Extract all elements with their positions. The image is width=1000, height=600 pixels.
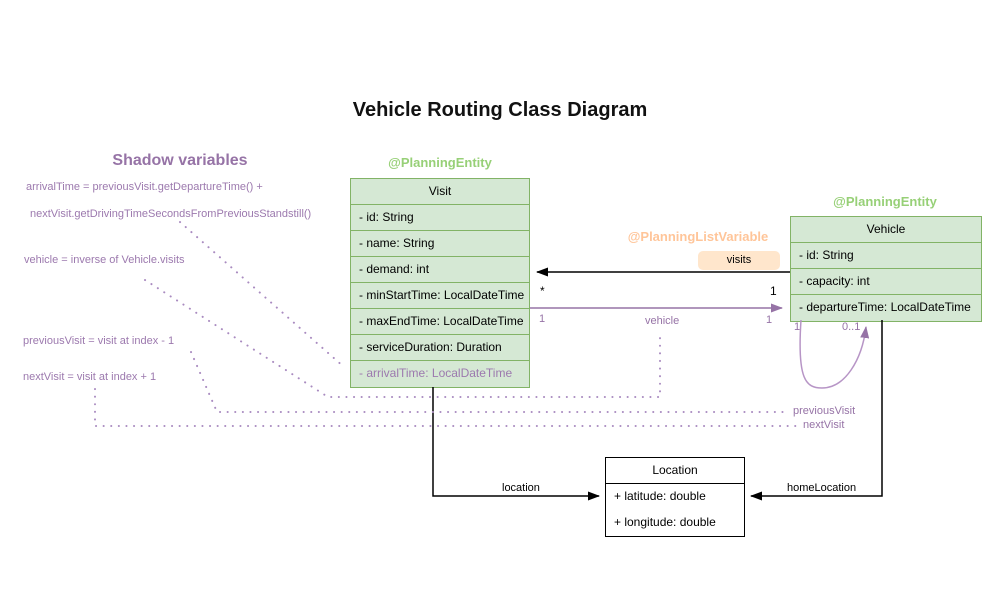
vehicle-edge-label[interactable]: vehicle (644, 315, 681, 327)
vehicle-class-box[interactable]: Vehicle - id: String - capacity: int - d… (790, 216, 982, 322)
visit-attr-arrival-time: - arrivalTime: LocalDateTime (359, 366, 513, 380)
next-visit-label: nextVisit (803, 419, 845, 431)
shadow-note-previous-visit: previousVisit = visit at index - 1 (23, 335, 175, 347)
visit-class-name: Visit (351, 179, 529, 205)
location-attr-latitude: + latitude: double (614, 489, 706, 503)
visit-attr-max-end-time: - maxEndTime: LocalDateTime (351, 309, 529, 335)
shadow-note-vehicle: vehicle = inverse of Vehicle.visits (24, 254, 185, 266)
vehicle-attr-departure-time: - departureTime: LocalDateTime (799, 300, 971, 314)
visit-attr-id: - id: String (351, 205, 529, 231)
location-edge[interactable] (432, 387, 600, 501)
visits-multiplicity-many: * (540, 284, 545, 298)
visit-attr-name: - name: String (351, 231, 529, 257)
home-location-edge-label[interactable]: homeLocation (785, 482, 859, 494)
dotted-connector-next-visit (94, 388, 800, 427)
shadow-note-next-visit: nextVisit = visit at index + 1 (23, 371, 157, 383)
visit-planning-entity-annotation: @PlanningEntity (388, 155, 492, 170)
vehicle-edge-multiplicity-right: 1 (766, 314, 773, 326)
visit-attr-min-start-time: - minStartTime: LocalDateTime (351, 283, 529, 309)
vehicle-class-name: Vehicle (791, 217, 981, 243)
self-loop-multiplicity-one: 1 (794, 321, 801, 333)
location-attr-longitude: + longitude: double (614, 515, 716, 529)
vehicle-edge-multiplicity-left: 1 (539, 313, 546, 325)
vehicle-attr-id: - id: String (791, 243, 981, 269)
visits-multiplicity-one: 1 (770, 284, 777, 298)
vehicle-planning-entity-annotation: @PlanningEntity (833, 194, 937, 209)
self-loop-multiplicity-zero-one: 0..1 (842, 321, 861, 333)
vehicle-attr-capacity: - capacity: int (791, 269, 981, 295)
page-title: Vehicle Routing Class Diagram (352, 99, 648, 121)
visit-attr-service-duration: - serviceDuration: Duration (351, 335, 529, 361)
location-class-box[interactable]: Location + latitude: double + longitude:… (605, 457, 745, 537)
visit-class-box[interactable]: Visit - id: String - name: String - dema… (350, 178, 530, 388)
previous-visit-label: previousVisit (793, 405, 856, 417)
shadow-note-arrival-time-1: arrivalTime = previousVisit.getDeparture… (26, 181, 263, 193)
dotted-connector-arrival-time (179, 221, 345, 368)
location-class-name: Location (606, 458, 744, 484)
visit-attr-demand: - demand: int (351, 257, 529, 283)
shadow-variables-heading: Shadow variables (112, 152, 248, 169)
location-edge-label[interactable]: location (500, 482, 542, 494)
visits-edge-label-chip[interactable]: visits (698, 251, 780, 270)
shadow-note-arrival-time-2: nextVisit.getDrivingTimeSecondsFromPrevi… (30, 208, 312, 220)
planning-list-variable-annotation: @PlanningListVariable (627, 229, 769, 244)
